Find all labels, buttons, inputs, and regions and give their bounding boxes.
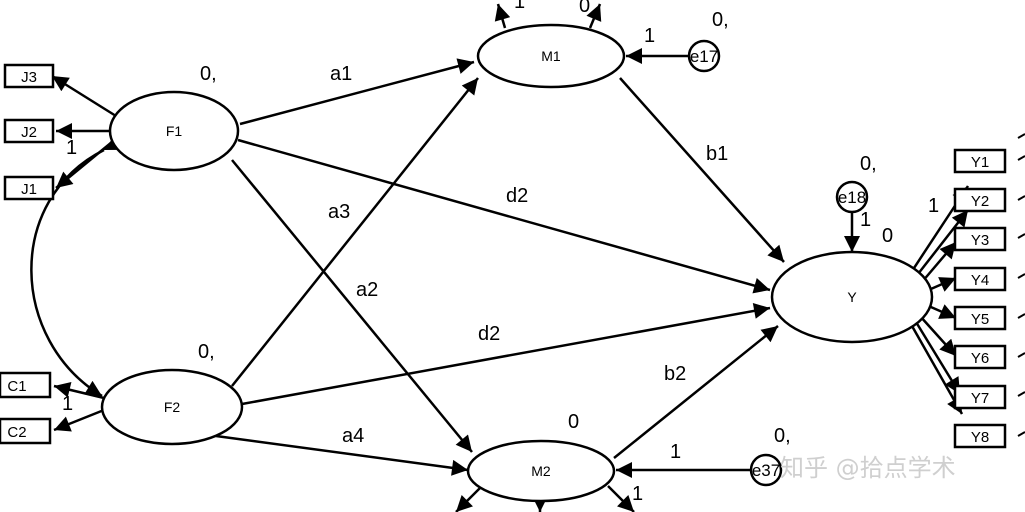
label-y: Y [847,289,857,305]
box-c1 [0,371,52,399]
label-m1: M1 [541,48,561,64]
path-a4 [215,434,469,476]
box-c2 [0,417,52,445]
path-m1-stub-right [586,3,602,29]
box-y3 [953,226,1007,252]
box-y2 [953,187,1007,213]
label-a1: a1 [330,63,352,85]
label-y3: Y3 [971,232,989,249]
latent-nodes [100,23,934,503]
error-e17 [687,39,721,73]
label-a2: a2 [356,279,378,301]
label-m2: M2 [531,463,551,479]
box-j2 [3,118,55,144]
label-y7: Y7 [971,390,989,407]
latent-m1 [476,23,626,89]
box-y1 [953,148,1007,174]
label-y6: Y6 [971,350,989,367]
param-e17-var: 0, [712,9,729,31]
error-e18 [835,180,869,214]
label-c2: C2 [7,424,26,441]
label-j1: J1 [21,181,37,198]
box-y5 [953,305,1007,331]
structural-paths [30,3,860,512]
box-y8 [953,423,1007,449]
label-b1: b1 [706,143,728,165]
latent-y [770,250,934,344]
param-e18-weight: 1 [860,209,871,231]
param-m1-top-right: 0 [579,0,590,17]
path-a2 [231,159,473,453]
watermark: 知乎 @拾点学术 [780,454,956,482]
param-y1-weight: 1 [928,195,939,217]
path-a1 [239,58,475,126]
label-d2-bottom: d2 [478,323,500,345]
path-m2-stub-left [455,487,481,512]
label-e18: e18 [838,188,866,207]
param-f2-var: 0, [198,341,215,363]
path-f1-j3 [51,74,117,118]
param-f1-var: 0, [200,63,217,85]
path-y-y6 [919,315,957,357]
path-f1-j1 [55,141,113,189]
box-j1 [3,175,55,201]
label-y1: Y1 [971,154,989,171]
param-e18-var: 0, [860,153,877,175]
param-e17-weight: 1 [644,25,655,47]
path-y-y8 [910,325,964,415]
path-m1-stub-left [494,3,511,29]
path-b1 [619,77,785,263]
param-y-intercept: 0 [882,225,893,247]
latent-m2 [466,439,616,503]
path-f2-c1 [53,381,105,400]
box-j3 [3,63,55,89]
param-e37-var: 0, [774,425,791,447]
label-f1: F1 [166,123,183,139]
label-b2: b2 [664,363,686,385]
path-f2-c2 [53,408,105,432]
error-e37 [749,453,783,487]
param-e37-weight: 1 [670,441,681,463]
label-c1: C1 [7,378,26,395]
box-y6 [953,344,1007,370]
label-a3: a3 [328,201,350,223]
param-c-weight: 1 [62,393,73,415]
latent-f1 [108,90,240,172]
path-y-y7 [914,321,962,395]
label-e37: e37 [752,461,780,480]
path-b2 [613,325,779,459]
path-y-y3 [921,241,957,283]
param-j1-weight: 1 [66,137,77,159]
label-y4: Y4 [971,272,989,289]
label-y8: Y8 [971,429,989,446]
path-m2-stub-right [607,485,635,512]
box-y7 [953,384,1007,410]
label-d2-top: d2 [506,185,528,207]
right-edge-stubs [1017,133,1025,437]
path-a3 [231,77,479,387]
param-m1-top-left: 1 [514,0,525,13]
latent-f2 [100,368,244,446]
box-y4 [953,266,1007,292]
label-a4: a4 [342,425,364,447]
label-j2: J2 [21,124,37,141]
param-m2-intercept: 0 [568,411,579,433]
label-e17: e17 [690,47,718,66]
param-m2-bottom-weight: 1 [632,483,643,505]
path-d2-top [237,138,771,294]
path-d2-bottom [241,302,771,406]
indicator-boxes [0,63,1007,449]
label-j3: J3 [21,69,37,86]
label-y5: Y5 [971,311,989,328]
label-y2: Y2 [971,193,989,210]
label-f2: F2 [164,399,181,415]
error-nodes [687,39,869,487]
